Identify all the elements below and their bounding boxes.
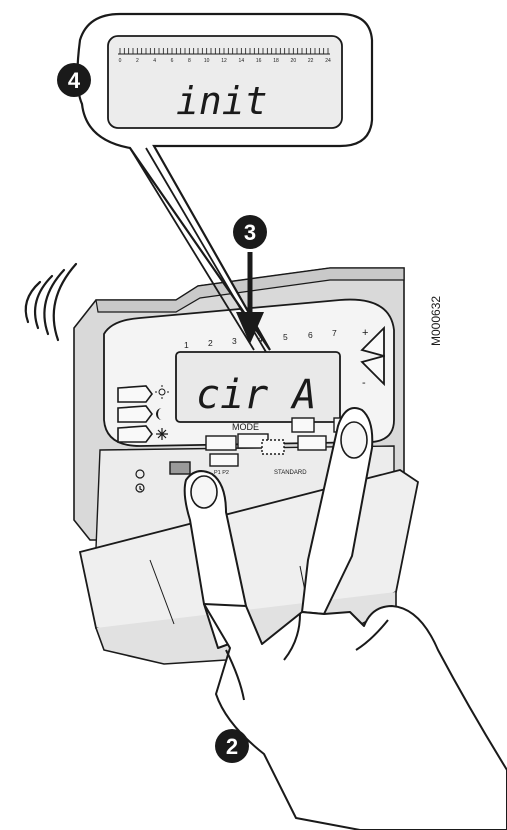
step-badge-3: 3	[233, 215, 267, 249]
scale-label: 10	[204, 58, 210, 64]
scale-label: 12	[221, 58, 227, 64]
day-number: 1	[184, 340, 189, 350]
minus-label: -	[362, 377, 366, 389]
figure-code: M000632	[429, 296, 443, 346]
scale-label: 14	[239, 58, 245, 64]
mode-label: MODE	[232, 422, 259, 432]
scale-label: 4	[153, 58, 156, 64]
scale-label: 20	[291, 58, 297, 64]
step-number: 3	[244, 220, 256, 245]
wireless-signal-icon	[26, 264, 76, 340]
zoom-lcd-text: init	[176, 79, 268, 123]
scale-label: 24	[325, 58, 331, 64]
scale-label: 6	[171, 58, 174, 64]
day-number: 6	[308, 330, 313, 340]
scale-label: 8	[188, 58, 191, 64]
plus-label: +	[362, 327, 368, 339]
step-badge-4: 4	[57, 63, 91, 97]
day-number: 7	[332, 328, 337, 338]
step-badge-2: 2	[215, 729, 249, 763]
day-number: 2	[208, 338, 213, 348]
scale-label: 22	[308, 58, 314, 64]
mode-button-left[interactable]	[206, 436, 236, 450]
standard-button[interactable]	[262, 440, 284, 454]
step-number: 2	[226, 734, 238, 759]
step-number: 4	[68, 68, 81, 93]
scale-label: 2	[136, 58, 139, 64]
p1p2-label: P1 P2	[214, 470, 229, 476]
scale-label: 16	[256, 58, 262, 64]
day-number: 5	[283, 332, 288, 342]
scale-label: 18	[273, 58, 279, 64]
day-number: 3	[232, 336, 237, 346]
standard-label: STANDARD	[274, 470, 307, 476]
device-lcd-text: cir A	[196, 372, 316, 418]
scale-label: 0	[119, 58, 122, 64]
pressed-left-button[interactable]	[170, 462, 190, 474]
